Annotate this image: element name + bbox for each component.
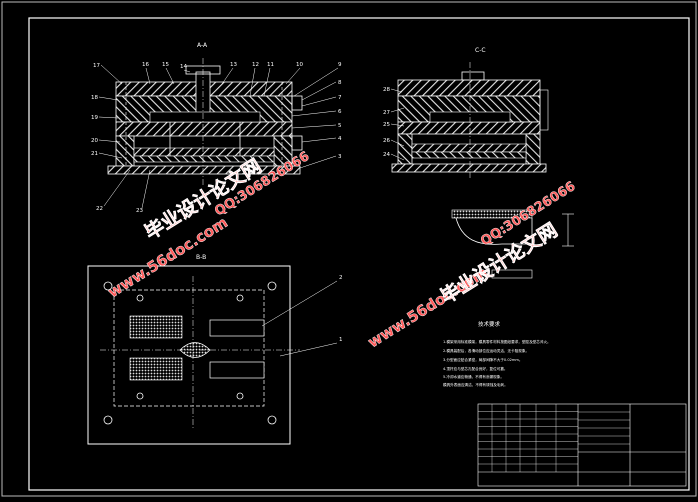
- tech-line-1: 1.模架采用标准模架，模具零件材料按图纸要求，型腔及型芯淬火。: [443, 339, 551, 344]
- balloon-7: 7: [338, 95, 342, 101]
- tech-line-6: 模具外表面应清洁，不得有锈蚀及毛刺。: [443, 382, 508, 387]
- balloon-12: 12: [252, 62, 259, 68]
- section-label-right: C-C: [475, 47, 486, 54]
- tech-line-5: 5.冷却水道应畅通，不得有渗漏现象。: [443, 374, 504, 379]
- section-view-side: C-C 28 27 25 26 24: [383, 47, 549, 180]
- balloon-19: 19: [91, 115, 98, 121]
- plan-view: B-B 2 1: [87, 254, 343, 445]
- balloon-28: 28: [383, 87, 390, 93]
- tech-line-4: 4.顶杆应与型芯孔配合良好，复位可靠。: [443, 366, 508, 371]
- balloon-23: 23: [136, 208, 143, 214]
- detail-view-part: [451, 209, 574, 279]
- balloon-20: 20: [91, 138, 98, 144]
- tech-line-2: 2.模具装配后，各滑动部位应运动灵活，无卡阻现象。: [443, 348, 529, 353]
- balloon-18: 18: [91, 95, 98, 101]
- balloon-1: 1: [339, 337, 343, 343]
- tech-requirements-title: 技术要求: [478, 320, 501, 328]
- tech-line-3: 3.分型面应贴合紧密，局部间隙不大于0.02mm。: [443, 357, 523, 362]
- balloon-2: 2: [339, 275, 343, 281]
- balloon-15: 15: [162, 62, 169, 68]
- balloon-5: 5: [338, 123, 342, 129]
- technical-requirements: 技术要求 1.模架采用标准模架，模具零件材料按图纸要求，型腔及型芯淬火。 2.模…: [443, 320, 551, 387]
- balloon-21: 21: [91, 151, 98, 157]
- title-block-grid: [478, 404, 630, 472]
- section-label-top: A-A: [197, 42, 208, 49]
- balloon-3: 3: [338, 154, 342, 160]
- balloon-10: 10: [296, 62, 303, 68]
- balloon-4: 4: [338, 136, 342, 142]
- balloon-labels-top: 16 15 14 13 12 11 10 9: [142, 62, 342, 70]
- balloon-labels-right: 8 7 6 5 4 3: [338, 80, 342, 160]
- drawing-frame: [28, 17, 690, 491]
- balloon-26: 26: [383, 138, 390, 144]
- title-block: [477, 403, 687, 487]
- balloon-25: 25: [383, 122, 390, 128]
- balloon-labels-left: 17 18 19 20 21 22 23: [91, 63, 143, 214]
- balloon-11: 11: [267, 62, 274, 68]
- balloon-labels-plan: 2 1: [339, 275, 343, 343]
- balloon-14: 14: [180, 64, 187, 70]
- balloon-24: 24: [383, 152, 390, 158]
- balloon-17: 17: [93, 63, 100, 69]
- balloon-13: 13: [230, 62, 237, 68]
- balloon-16: 16: [142, 62, 149, 68]
- balloon-22: 22: [96, 206, 103, 212]
- balloon-labels-right-view: 28 27 25 26 24: [383, 87, 390, 158]
- section-view-main: A-A 17 18 19 20: [91, 42, 342, 214]
- balloon-9: 9: [338, 62, 342, 68]
- balloon-27: 27: [383, 110, 390, 116]
- balloon-6: 6: [338, 109, 342, 115]
- section-label-plan: B-B: [196, 254, 206, 261]
- balloon-8: 8: [338, 80, 342, 86]
